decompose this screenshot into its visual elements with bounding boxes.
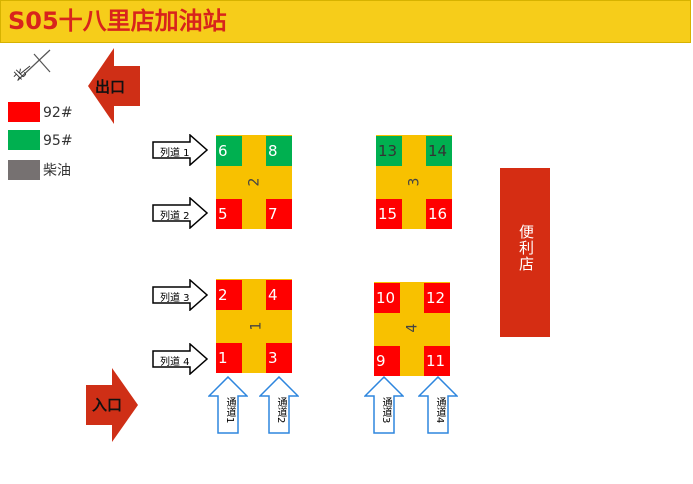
pump-8[interactable]: 8 (266, 136, 292, 166)
pump-10[interactable]: 10 (374, 283, 400, 313)
pump-12[interactable]: 12 (424, 283, 450, 313)
lane-label-3: 列道 3 (160, 293, 190, 304)
legend-swatch-95 (8, 130, 40, 150)
pump-4[interactable]: 4 (266, 280, 292, 310)
lane-label-2: 列道 2 (160, 211, 190, 222)
store-label: 便利店 (517, 224, 535, 272)
convenience-store[interactable] (500, 168, 550, 337)
pump-11[interactable]: 11 (424, 346, 450, 376)
pump-3[interactable]: 3 (266, 343, 292, 373)
channel-label-4: 通道4 (434, 397, 445, 424)
legend-label-95: 95# (43, 133, 73, 149)
channel-arrow-1-icon (208, 376, 248, 434)
legend-swatch-92 (8, 102, 40, 122)
channel-arrow-4-icon (418, 376, 458, 434)
island-number-1: 1 (248, 321, 265, 331)
island-number-3: 3 (406, 177, 423, 187)
entrance-label: 入口 (92, 396, 123, 414)
channel-arrow-2-icon (259, 376, 299, 434)
pump-1[interactable]: 1 (216, 343, 242, 373)
channel-label-3: 通道3 (380, 397, 391, 424)
pump-7[interactable]: 7 (266, 199, 292, 229)
pump-15[interactable]: 15 (376, 199, 402, 229)
page-title: S05十八里店加油站 (8, 7, 227, 35)
pump-6[interactable]: 6 (216, 136, 242, 166)
lane-arrow-3-icon (152, 279, 208, 311)
island-number-4: 4 (404, 323, 421, 333)
exit-label: 出口 (95, 78, 126, 96)
pump-5[interactable]: 5 (216, 199, 242, 229)
channel-label-2: 通道2 (275, 397, 286, 424)
legend-swatch-diesel (8, 160, 40, 180)
legend-label-92: 92# (43, 105, 73, 121)
pump-14[interactable]: 14 (426, 136, 452, 166)
pump-13[interactable]: 13 (376, 136, 402, 166)
island-number-2: 2 (246, 177, 263, 187)
title-bar (0, 0, 691, 43)
lane-label-1: 列道 1 (160, 148, 190, 159)
entrance-arrow-icon (86, 368, 138, 442)
lane-arrow-2-icon (152, 197, 208, 229)
pump-9[interactable]: 9 (374, 346, 400, 376)
exit-arrow-icon (88, 48, 140, 124)
pump-16[interactable]: 16 (426, 199, 452, 229)
lane-arrow-1-icon (152, 134, 208, 166)
north-compass-icon (17, 49, 51, 81)
channel-label-1: 通道1 (224, 397, 235, 424)
pump-2[interactable]: 2 (216, 280, 242, 310)
channel-arrow-3-icon (364, 376, 404, 434)
lane-arrow-4-icon (152, 343, 208, 375)
legend-label-diesel: 柴油 (43, 163, 71, 179)
lane-label-4: 列道 4 (160, 357, 190, 368)
